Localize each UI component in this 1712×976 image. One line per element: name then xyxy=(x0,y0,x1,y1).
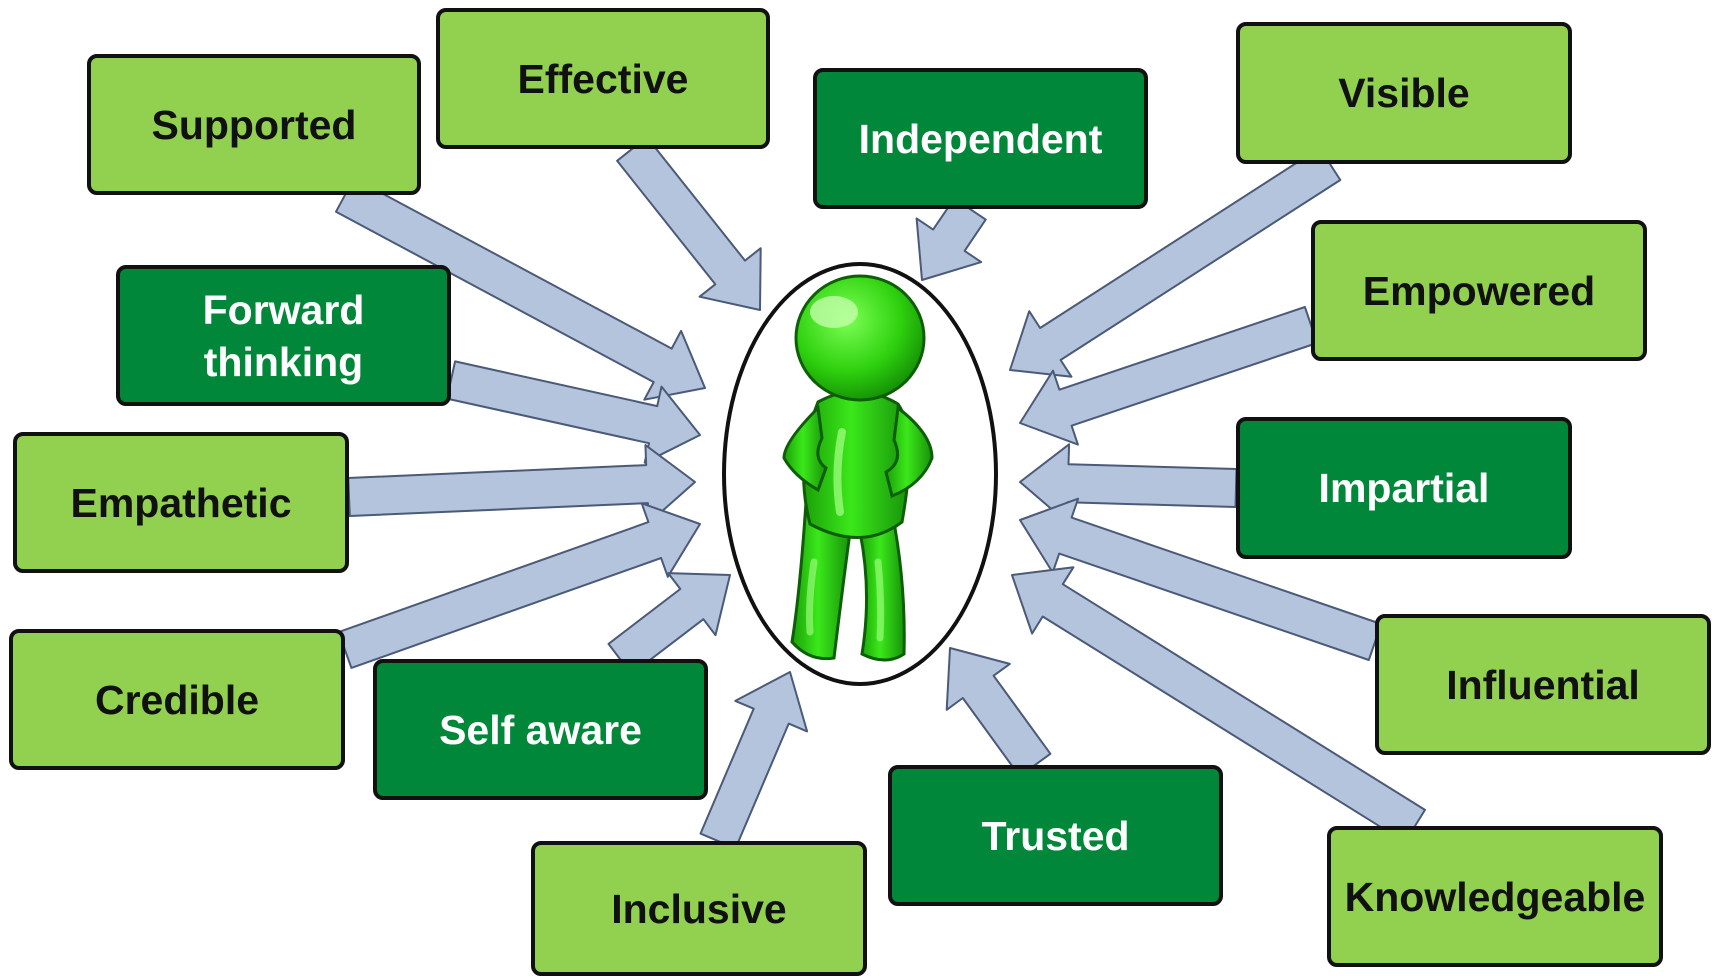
arrow-effective xyxy=(616,136,762,311)
arrow-supported xyxy=(335,177,706,401)
quality-label: Self aware xyxy=(439,706,642,753)
quality-label: Effective xyxy=(517,55,689,102)
quality-box-knowledgeable: Knowledgeable xyxy=(1327,826,1663,967)
arrow-shape xyxy=(699,671,809,850)
quality-label: Empathetic xyxy=(70,479,292,526)
quality-label: Credible xyxy=(94,676,260,723)
quality-label: Visible xyxy=(1338,70,1470,116)
quality-label: Knowledgeable xyxy=(1344,873,1646,920)
arrow-empathetic xyxy=(347,444,696,524)
arrow-shape xyxy=(607,572,731,676)
quality-box-influential: Influential xyxy=(1375,614,1711,755)
quality-box-supported: Supported xyxy=(87,54,421,195)
arrow-empowered xyxy=(1019,306,1319,446)
quality-box-visible: Visible xyxy=(1236,22,1572,164)
green-person-icon xyxy=(782,274,934,662)
arrow-shape xyxy=(1009,147,1342,378)
quality-box-impartial: Impartial xyxy=(1236,417,1572,559)
quality-box-forward-thinking: Forward thinking xyxy=(116,265,451,406)
arrow-shape xyxy=(347,444,696,524)
arrow-shape xyxy=(1019,306,1319,446)
arrow-shape xyxy=(1019,497,1383,661)
arrow-independent xyxy=(915,197,987,281)
arrow-impartial xyxy=(1019,443,1238,524)
quality-box-inclusive: Inclusive xyxy=(531,841,867,976)
arrow-knowledgeable xyxy=(1011,566,1426,844)
arrow-influential xyxy=(1019,497,1383,661)
arrow-shape xyxy=(1011,566,1426,844)
arrow-visible xyxy=(1009,147,1342,378)
quality-box-empowered: Empowered xyxy=(1311,220,1647,361)
arrow-shape xyxy=(1019,443,1238,524)
arrow-shape xyxy=(945,647,1052,778)
arrow-shape xyxy=(915,197,987,281)
quality-box-independent: Independent xyxy=(813,68,1148,209)
quality-label: Independent xyxy=(858,115,1103,162)
quality-box-self-aware: Self aware xyxy=(373,659,708,800)
arrow-shape xyxy=(337,502,701,669)
quality-label: Influential xyxy=(1446,661,1640,708)
arrow-inclusive xyxy=(699,671,809,850)
arrow-self-aware xyxy=(607,572,731,676)
quality-label: Forward thinking xyxy=(202,286,365,385)
quality-label: Impartial xyxy=(1318,465,1490,511)
quality-label: Inclusive xyxy=(611,885,787,932)
quality-label: Trusted xyxy=(981,812,1130,859)
quality-box-empathetic: Empathetic xyxy=(13,432,349,573)
arrow-shape xyxy=(335,177,706,401)
quality-box-effective: Effective xyxy=(436,8,770,149)
arrow-trusted xyxy=(945,647,1052,778)
quality-box-credible: Credible xyxy=(9,629,345,770)
quality-box-trusted: Trusted xyxy=(888,765,1223,906)
quality-label: Supported xyxy=(151,101,357,148)
arrow-shape xyxy=(616,136,762,311)
arrow-credible xyxy=(337,502,701,669)
quality-label: Empowered xyxy=(1362,267,1596,314)
